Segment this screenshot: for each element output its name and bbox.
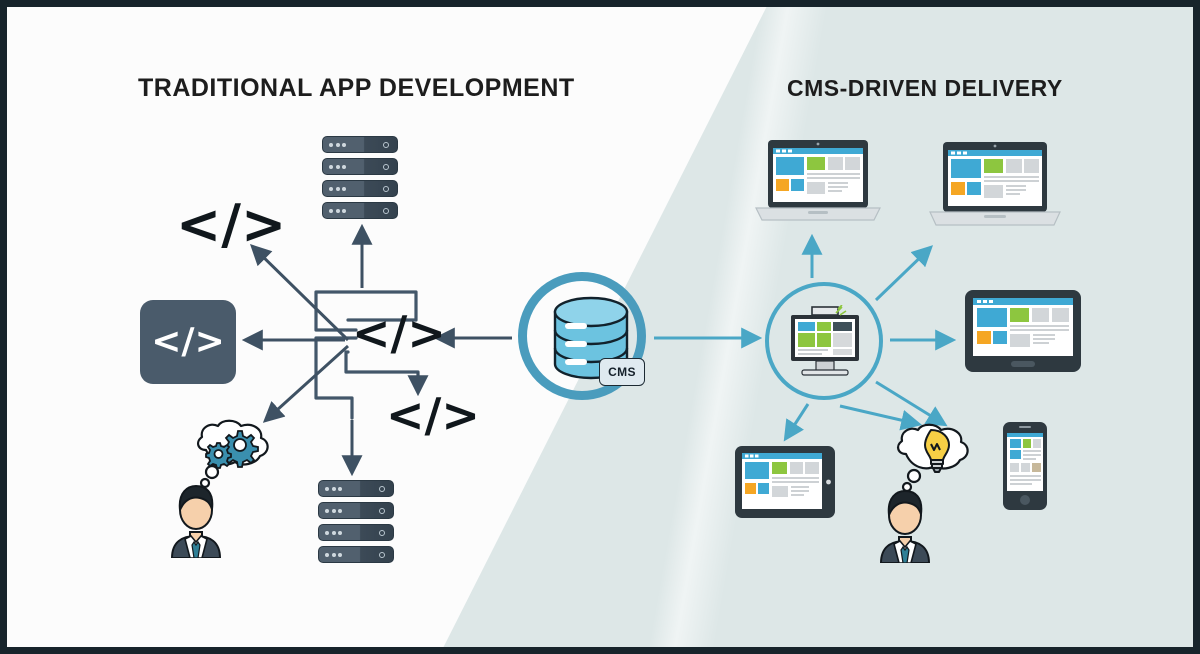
monitor-screen-icon[interactable] <box>786 305 864 377</box>
server-led <box>383 185 389 192</box>
server-unit <box>322 136 398 153</box>
code-glyph-top-left[interactable]: </> <box>176 193 287 256</box>
tablet-right[interactable] <box>963 288 1083 374</box>
content-editor-avatar <box>879 489 931 563</box>
tablet-bottom[interactable] <box>733 444 837 520</box>
server-led <box>383 207 389 214</box>
server-dots <box>329 142 346 147</box>
server-unit <box>318 524 394 541</box>
server-dots <box>325 508 342 513</box>
server-led <box>379 485 385 492</box>
server-unit <box>322 202 398 219</box>
page-title-right: CMS-DRIVEN DELIVERY <box>787 75 1063 101</box>
server-unit <box>318 502 394 519</box>
server-dots <box>329 164 346 169</box>
server-unit <box>322 158 398 175</box>
code-box-left[interactable]: </> <box>140 300 236 384</box>
server-unit <box>322 180 398 197</box>
server-led <box>383 141 389 148</box>
server-dots <box>325 552 342 557</box>
server-led <box>379 551 385 558</box>
cms-delivery-hub-ring <box>765 282 883 400</box>
server-dots <box>325 530 342 535</box>
cms-badge[interactable]: CMS <box>599 358 645 386</box>
server-unit <box>318 480 394 497</box>
cms-badge-label: CMS <box>608 365 636 379</box>
server-led <box>379 529 385 536</box>
server-dots <box>329 186 346 191</box>
laptop-top-right[interactable] <box>925 140 1065 232</box>
code-glyph-bottom-right[interactable]: </> <box>386 388 480 442</box>
developer-avatar <box>170 484 222 558</box>
lightbulb-thought-bubble-icon <box>896 423 969 493</box>
gears-thought-bubble-icon <box>196 419 269 489</box>
server-led <box>383 163 389 170</box>
page-title-left: TRADITIONAL APP DEVELOPMENT <box>138 74 575 102</box>
code-box-label: </> <box>151 321 225 362</box>
central-code-hub[interactable]: </> <box>352 306 446 360</box>
cms-database-ring <box>518 272 646 400</box>
server-stack-bottom[interactable] <box>318 480 394 563</box>
server-dots <box>329 208 346 213</box>
server-dots <box>325 486 342 491</box>
smartphone[interactable] <box>1001 420 1049 512</box>
server-led <box>379 507 385 514</box>
laptop-top-left[interactable] <box>752 138 884 226</box>
server-stack-top[interactable] <box>322 136 398 219</box>
server-unit <box>318 546 394 563</box>
